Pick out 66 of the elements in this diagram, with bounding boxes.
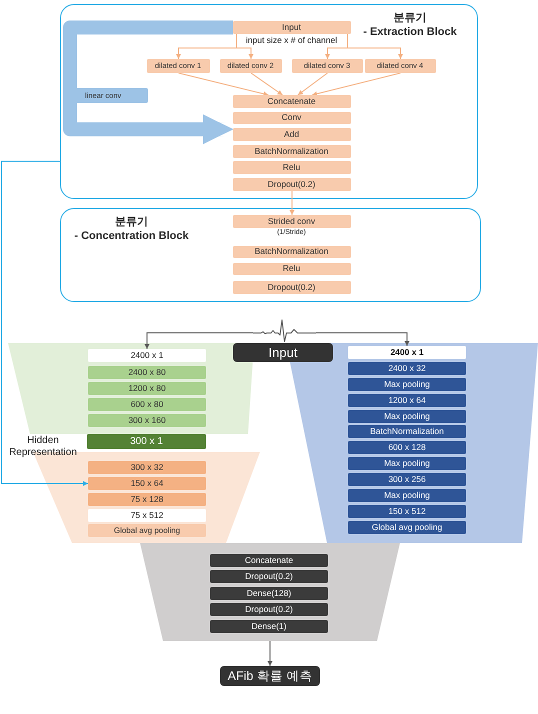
funnel-band (8, 343, 254, 434)
layer-box: Add (232, 128, 350, 140)
layer-box: 150 x 64 (88, 477, 206, 490)
arrow (346, 48, 403, 60)
arrow (316, 332, 410, 346)
arrow (250, 72, 284, 96)
layer-box: Dropout(0.2) (232, 178, 350, 190)
layer-box: Max pooling (348, 489, 466, 502)
block-panel (60, 208, 481, 302)
connector-line (346, 34, 348, 48)
layer-box: Relu (232, 262, 350, 274)
layer-box: Max pooling (348, 378, 466, 391)
connector-line (236, 34, 238, 48)
block-title: 분류기 - Extraction Block (362, 11, 458, 40)
layer-box: 300 x 32 (88, 461, 206, 474)
layer-box: Conv (232, 112, 350, 124)
layer-box: Dense(1) (210, 620, 328, 633)
arrow (144, 332, 254, 350)
layer-box: Max pooling (348, 410, 466, 423)
layer-box: Dropout(0.2) (232, 280, 350, 294)
side-label: Hidden Representation (8, 435, 78, 459)
layer-box: 75 x 512 (88, 509, 206, 522)
layer-box: Concatenate (210, 554, 328, 567)
arrow (63, 20, 233, 144)
layer-box: 300 x 160 (88, 414, 206, 427)
layer-box: 75 x 128 (88, 493, 206, 506)
layer-box: Dropout(0.2) (210, 570, 328, 583)
arrow (1, 160, 88, 486)
layer-box: Global avg pooling (88, 524, 206, 537)
layer-box: 150 x 512 (348, 505, 466, 518)
arrow (325, 48, 348, 60)
funnel-band (140, 543, 400, 641)
layer-box: 600 x 80 (88, 398, 206, 411)
layer-box: Max pooling (348, 457, 466, 470)
layer-box: BatchNormalization (348, 425, 466, 438)
arrow (178, 72, 269, 96)
arrow (312, 72, 401, 96)
waveform-icon (253, 319, 316, 342)
output-box: AFib 확률 예측 (220, 666, 320, 686)
layer-note: input size x # of channel (244, 36, 338, 46)
layer-box: Dense(128) (210, 587, 328, 600)
layer-box: 2400 x 1 (348, 346, 466, 359)
arrow (176, 48, 238, 60)
layer-box: 600 x 128 (348, 441, 466, 454)
layer-box: Dropout(0.2) (210, 603, 328, 616)
layer-box: 300 x 1 (87, 434, 206, 449)
arrow (268, 640, 272, 666)
layer-box: Concatenate (232, 94, 350, 108)
input-box: Input (233, 343, 333, 362)
layer-box: Relu (232, 160, 350, 174)
layer-box: 2400 x 1 (88, 349, 206, 362)
layer-box: BatchNormalization (232, 246, 350, 258)
arrow (297, 72, 328, 96)
layer-box: Strided conv (232, 214, 350, 228)
layer-box: 2400 x 80 (88, 366, 206, 379)
layer-box: 1200 x 64 (348, 394, 466, 407)
layer-box: Input (232, 20, 350, 34)
layer-box: BatchNormalization (232, 144, 350, 158)
layer-box: Global avg pooling (348, 521, 466, 534)
layer-box: 1200 x 80 (88, 382, 206, 395)
arrow (290, 190, 294, 216)
layer-box: 300 x 256 (348, 473, 466, 486)
layer-box: 2400 x 32 (348, 362, 466, 375)
arrow (236, 48, 254, 60)
block-panel (60, 4, 478, 199)
block-title: 분류기 - Concentration Block (73, 215, 190, 244)
